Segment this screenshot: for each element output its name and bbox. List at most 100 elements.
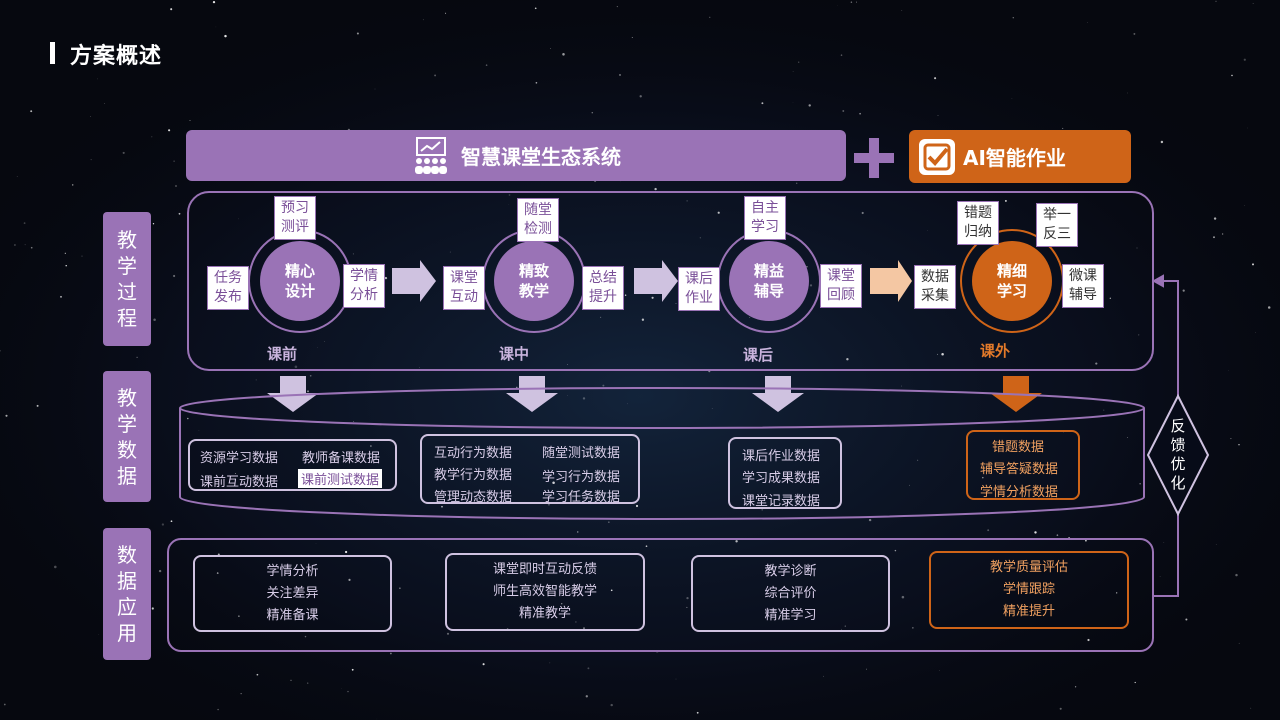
stage-name: 课中 xyxy=(498,345,529,363)
star xyxy=(1085,539,1087,542)
feedback-loop xyxy=(1151,274,1179,597)
star xyxy=(552,481,555,485)
checkbox-icon xyxy=(919,138,955,175)
ecosystem-banner: 智慧课堂生态系统 xyxy=(186,130,846,181)
data-item: 学习成果数据 xyxy=(742,471,821,486)
star xyxy=(1059,707,1062,710)
star xyxy=(917,459,919,461)
star xyxy=(508,194,511,196)
stage-name: 课后 xyxy=(742,346,773,364)
star xyxy=(1004,199,1007,202)
star xyxy=(1116,592,1118,594)
star xyxy=(441,505,443,508)
apply-item: 教学质量评估 xyxy=(989,560,1068,575)
star xyxy=(1243,58,1246,61)
star xyxy=(761,102,764,105)
data-box-pre-class: 资源学习数据 教师备课数据 课前互动数据 课前测试数据 xyxy=(188,439,397,491)
data-item: 学习任务数据 xyxy=(542,490,621,505)
plus-icon xyxy=(854,138,894,178)
star xyxy=(81,255,83,257)
star xyxy=(1250,707,1252,709)
star xyxy=(1136,247,1138,249)
star xyxy=(217,708,219,711)
star xyxy=(535,81,538,84)
star xyxy=(937,114,939,116)
star xyxy=(610,589,613,592)
star xyxy=(841,628,843,630)
star xyxy=(1041,441,1044,444)
stage-core-label: 精细 学习 xyxy=(972,241,1052,321)
star xyxy=(60,295,62,298)
apply-item: 精准备课 xyxy=(266,607,319,623)
star xyxy=(161,523,165,526)
apply-item: 学情分析 xyxy=(266,563,319,579)
star xyxy=(23,222,26,224)
ai-homework-banner: AI智能作业 xyxy=(909,130,1131,183)
stage-activity-left: 课堂 互动 xyxy=(443,266,485,310)
star xyxy=(178,212,181,215)
star xyxy=(1056,534,1059,536)
star xyxy=(309,374,312,377)
stage-activity-top: 预习 测评 xyxy=(274,196,316,240)
star xyxy=(441,453,443,455)
star xyxy=(216,572,219,574)
star xyxy=(842,110,845,112)
star xyxy=(153,318,156,322)
star xyxy=(749,475,752,477)
star xyxy=(1235,573,1238,577)
side-label-data: 教学数据 xyxy=(103,371,151,502)
star xyxy=(577,531,579,533)
feedback-diamond xyxy=(1146,393,1210,517)
star xyxy=(384,276,388,280)
star xyxy=(846,358,849,361)
star xyxy=(255,379,257,381)
star xyxy=(71,184,74,186)
star xyxy=(868,518,872,522)
apply-item: 师生高效智能教学 xyxy=(492,584,597,599)
data-application-panel xyxy=(167,538,1154,652)
presentation-audience-icon xyxy=(415,136,447,174)
page-title: 方案概述 xyxy=(70,44,163,69)
process-arrow-orange xyxy=(870,260,912,302)
star xyxy=(602,384,605,387)
star xyxy=(901,10,903,11)
data-item: 教学行为数据 xyxy=(434,468,513,483)
down-arrow xyxy=(267,376,804,412)
star xyxy=(735,540,738,543)
star xyxy=(136,356,138,359)
star xyxy=(1231,74,1233,77)
apply-box-pre-class: 学情分析 关注差异 精准备课 xyxy=(193,555,392,632)
star xyxy=(675,678,677,680)
star xyxy=(516,386,518,388)
star xyxy=(941,352,944,356)
star xyxy=(54,565,57,569)
data-item-highlighted: 课前测试数据 xyxy=(298,469,383,488)
data-box-in-class: 互动行为数据 随堂测试数据 教学行为数据 学习行为数据 管理动态数据 学习任务数… xyxy=(420,434,640,505)
data-item: 学情分析数据 xyxy=(980,485,1059,500)
star xyxy=(0,350,1,352)
star xyxy=(1213,217,1217,220)
star xyxy=(609,471,611,474)
stage-activity-top-secondary: 举一 反三 xyxy=(1036,203,1078,247)
star xyxy=(1074,686,1077,688)
star xyxy=(934,77,937,80)
star xyxy=(16,176,18,177)
star xyxy=(583,627,585,629)
star xyxy=(861,211,864,215)
apply-box-in-class: 课堂即时互动反馈 师生高效智能教学 精准教学 xyxy=(445,553,645,631)
star xyxy=(240,693,242,695)
stage-activity-top: 错题 归纳 xyxy=(957,201,999,245)
star xyxy=(1012,16,1015,19)
star xyxy=(315,542,317,544)
star xyxy=(65,264,67,267)
star xyxy=(1103,409,1105,411)
star xyxy=(5,414,8,417)
star xyxy=(1244,205,1245,206)
stage-activity-top: 随堂 检测 xyxy=(517,198,559,242)
stage-ring: 精益 辅导 xyxy=(717,229,821,333)
star xyxy=(104,103,105,104)
stage-core-label: 精致 教学 xyxy=(494,241,574,321)
star xyxy=(1159,576,1161,577)
star xyxy=(686,200,688,202)
